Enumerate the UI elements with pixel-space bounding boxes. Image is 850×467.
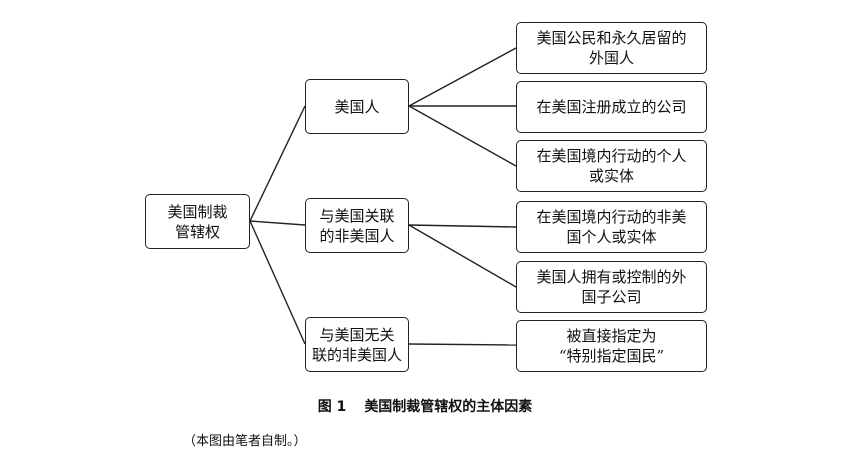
connector-cat2-child1: [408, 224, 517, 228]
connector-root-cat2: [249, 220, 306, 226]
leaf-node-foreign-subsidiaries: 美国人拥有或控制的外 国子公司: [516, 261, 707, 313]
category-node-us-related-non-us: 与美国关联 的非美国人: [305, 198, 409, 253]
figure-title: 美国制裁管辖权的主体因素: [364, 399, 533, 415]
category-node-us-persons: 美国人: [305, 79, 409, 134]
category-node-unrelated-non-us: 与美国无关 联的非美国人: [305, 317, 409, 372]
leaf-node-acting-in-us: 在美国境内行动的个人 或实体: [516, 140, 707, 192]
leaf-node-sdn-designation: 被直接指定为 “特别指定国民”: [516, 320, 707, 372]
connector-cat2-child2: [408, 224, 517, 288]
figure-caption: 图 1 美国制裁管辖权的主体因素: [0, 396, 850, 416]
connector-root-cat3: [249, 220, 306, 345]
figure-note: （本图由笔者自制。）: [183, 434, 307, 449]
connector-cat1-child1: [408, 47, 517, 107]
figure-number: 图 1: [317, 399, 347, 415]
leaf-node-non-us-acting-in-us: 在美国境内行动的非美 国个人或实体: [516, 201, 707, 253]
leaf-node-citizens-residents: 美国公民和永久居留的 外国人: [516, 22, 707, 74]
connector-root-cat1: [249, 105, 306, 222]
connector-cat3-child1: [408, 343, 517, 346]
root-node: 美国制裁 管辖权: [145, 194, 250, 249]
leaf-node-us-incorporated: 在美国注册成立的公司: [516, 81, 707, 133]
connector-cat1-child3: [408, 105, 517, 167]
